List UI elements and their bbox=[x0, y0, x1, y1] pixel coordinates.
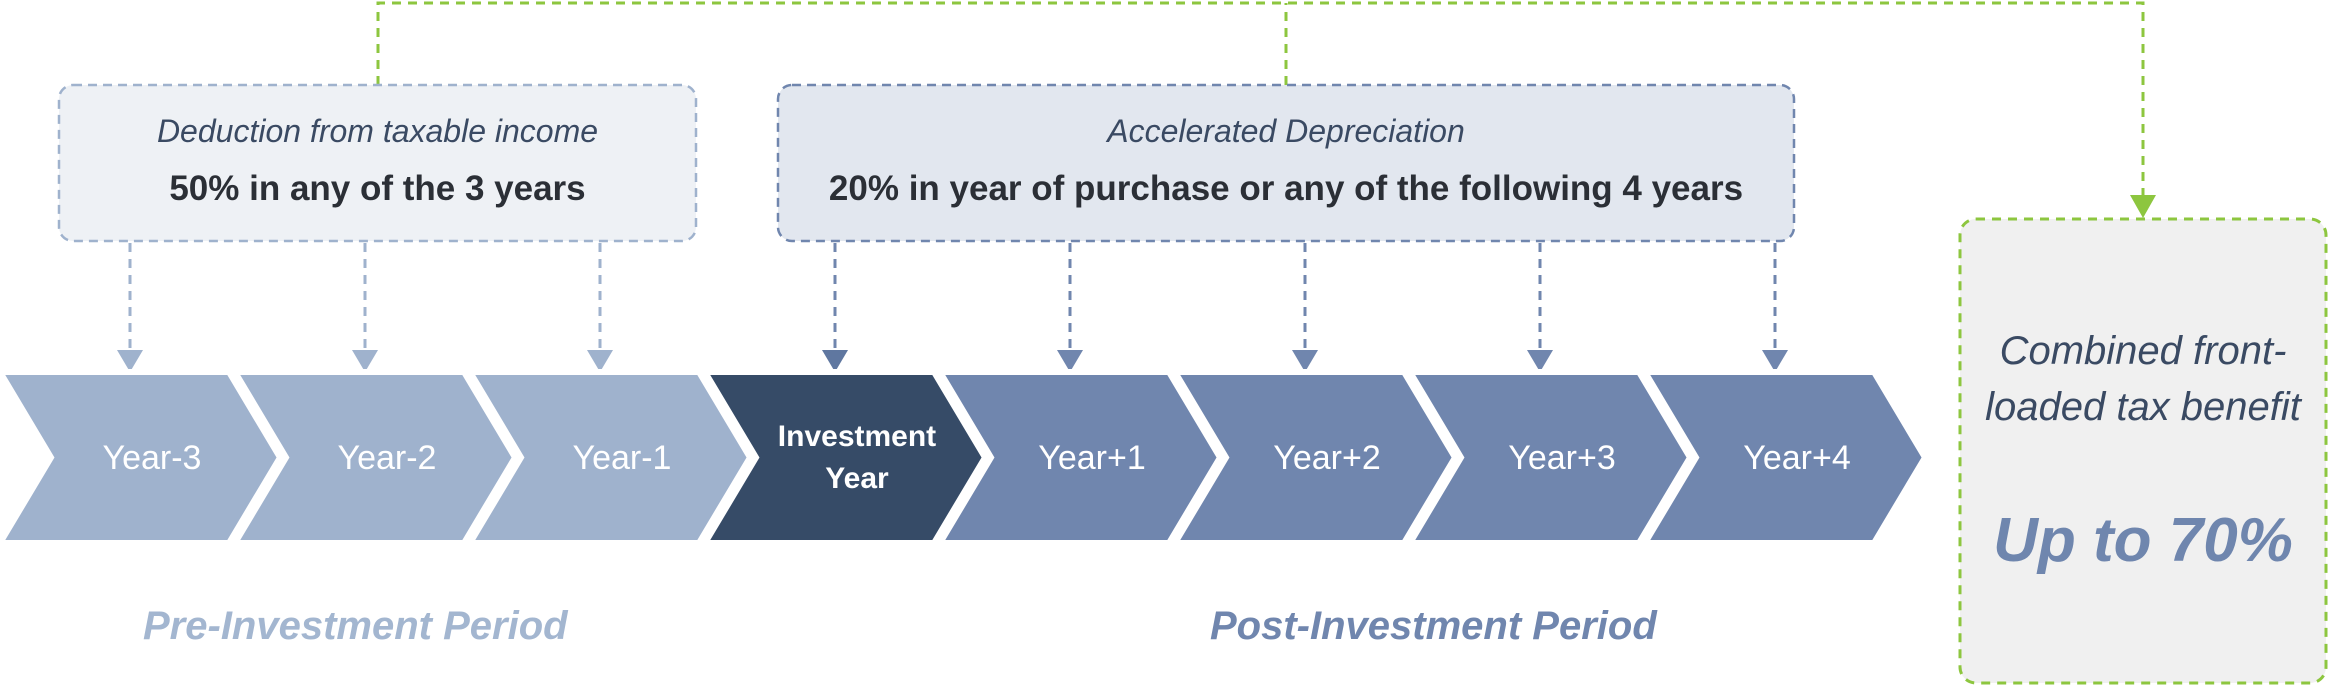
timeline-chevron-3 bbox=[699, 369, 989, 546]
timeline-label-7: Year+4 bbox=[1743, 438, 1851, 477]
timeline-label-3: Investment Year bbox=[777, 419, 937, 495]
down-arrow-head-6 bbox=[1527, 350, 1553, 372]
down-arrow-head-5 bbox=[1292, 350, 1318, 372]
down-arrow-head-2 bbox=[587, 350, 613, 372]
benefit-arrowhead bbox=[2130, 195, 2156, 218]
post-depreciation-title: Accelerated Depreciation bbox=[1107, 113, 1465, 149]
timeline-chevron-6 bbox=[1404, 369, 1694, 546]
timeline-label-0: Year-3 bbox=[102, 438, 202, 477]
timeline-label-5: Year+2 bbox=[1273, 438, 1381, 477]
pre-deduction-box: Deduction from taxable income 50% in any… bbox=[59, 85, 696, 241]
timeline-chevron-1 bbox=[229, 369, 519, 546]
timeline-chevron-4 bbox=[934, 369, 1224, 546]
timeline-chevron-0 bbox=[0, 369, 284, 546]
benefit-connector bbox=[376, 1, 2145, 198]
benefit-box: Combined front-loaded tax benefit Up to … bbox=[1960, 219, 2326, 683]
post-investment-period-label: Post-Investment Period bbox=[1210, 604, 1657, 648]
post-depreciation-value: 20% in year of purchase or any of the fo… bbox=[828, 169, 1744, 208]
benefit-description: Combined front-loaded tax benefit bbox=[1985, 329, 2301, 429]
timeline-label-4: Year+1 bbox=[1038, 438, 1146, 477]
timeline-chevron-5 bbox=[1169, 369, 1459, 546]
benefit-value: Up to 70% bbox=[1993, 506, 2293, 575]
benefit-box-frame bbox=[1958, 217, 2328, 685]
timeline-chevron-2 bbox=[464, 369, 754, 546]
pre-deduction-box-frame bbox=[57, 83, 698, 243]
post-depreciation-box-frame bbox=[776, 83, 1796, 243]
timeline-label-2: Year-1 bbox=[572, 438, 672, 477]
timeline-label-6: Year+3 bbox=[1508, 438, 1616, 477]
down-arrows bbox=[117, 243, 1788, 372]
pre-deduction-title: Deduction from taxable income bbox=[156, 113, 599, 149]
timeline-chevron-7 bbox=[1639, 369, 1929, 546]
pre-deduction-value: 50% in any of the 3 years bbox=[169, 169, 586, 208]
post-depreciation-box: Accelerated Depreciation 20% in year of … bbox=[778, 85, 1794, 241]
down-arrow-head-0 bbox=[117, 350, 143, 372]
timeline-label-1: Year-2 bbox=[337, 438, 437, 477]
down-arrow-head-3 bbox=[822, 350, 848, 372]
down-arrow-head-1 bbox=[352, 350, 378, 372]
timeline-chevrons bbox=[0, 369, 1929, 546]
down-arrow-head-4 bbox=[1057, 350, 1083, 372]
down-arrow-head-7 bbox=[1762, 350, 1788, 372]
pre-investment-period-label: Pre-Investment Period bbox=[143, 604, 568, 648]
